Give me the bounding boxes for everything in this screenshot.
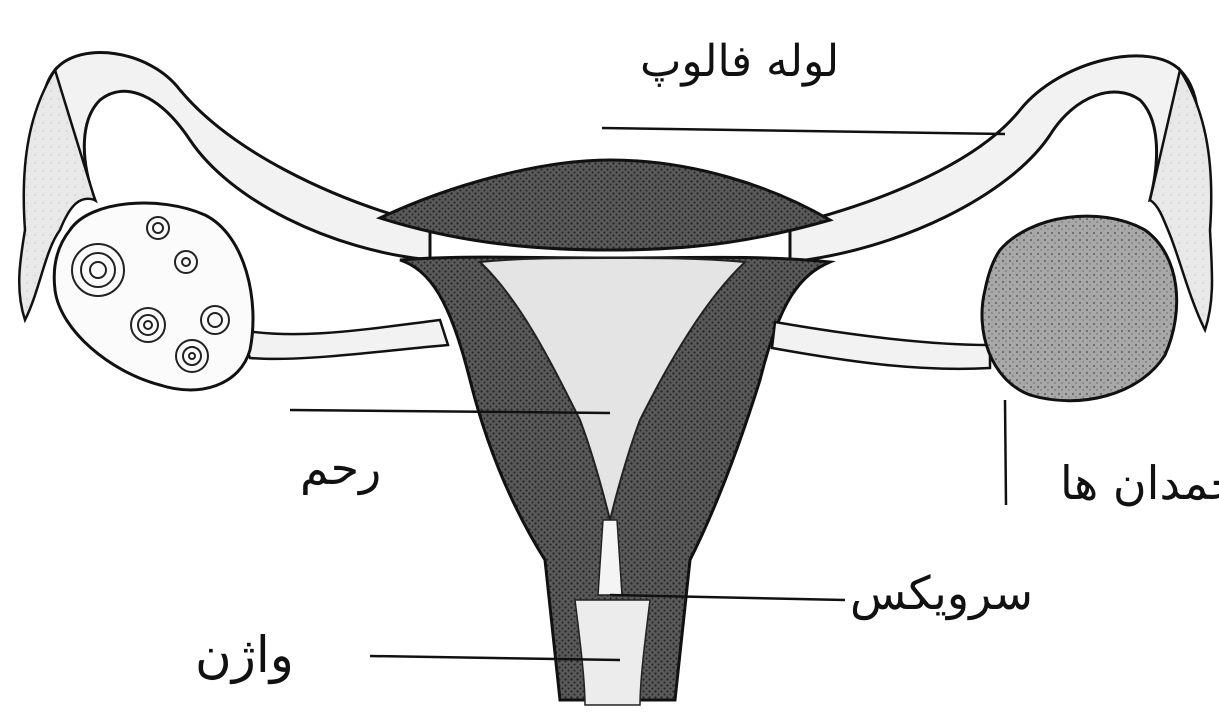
uterus-fundus xyxy=(380,160,830,250)
left-ovarian-ligament xyxy=(240,320,448,359)
label-vagina: واژن xyxy=(195,630,294,680)
label-uterus: رحم xyxy=(300,445,381,491)
cervical-canal xyxy=(598,520,622,595)
pointer-line-tube xyxy=(602,128,1005,134)
pointer-line-ovary xyxy=(1005,400,1006,505)
label-fallopian-tube: لوله فالوپ xyxy=(640,40,839,84)
label-ovary: تخمدان ها xyxy=(1060,460,1219,506)
label-cervix: سرویکس xyxy=(850,570,1033,616)
right-ovary xyxy=(982,216,1177,401)
right-ovarian-ligament xyxy=(772,322,990,369)
vaginal-canal xyxy=(575,600,650,705)
